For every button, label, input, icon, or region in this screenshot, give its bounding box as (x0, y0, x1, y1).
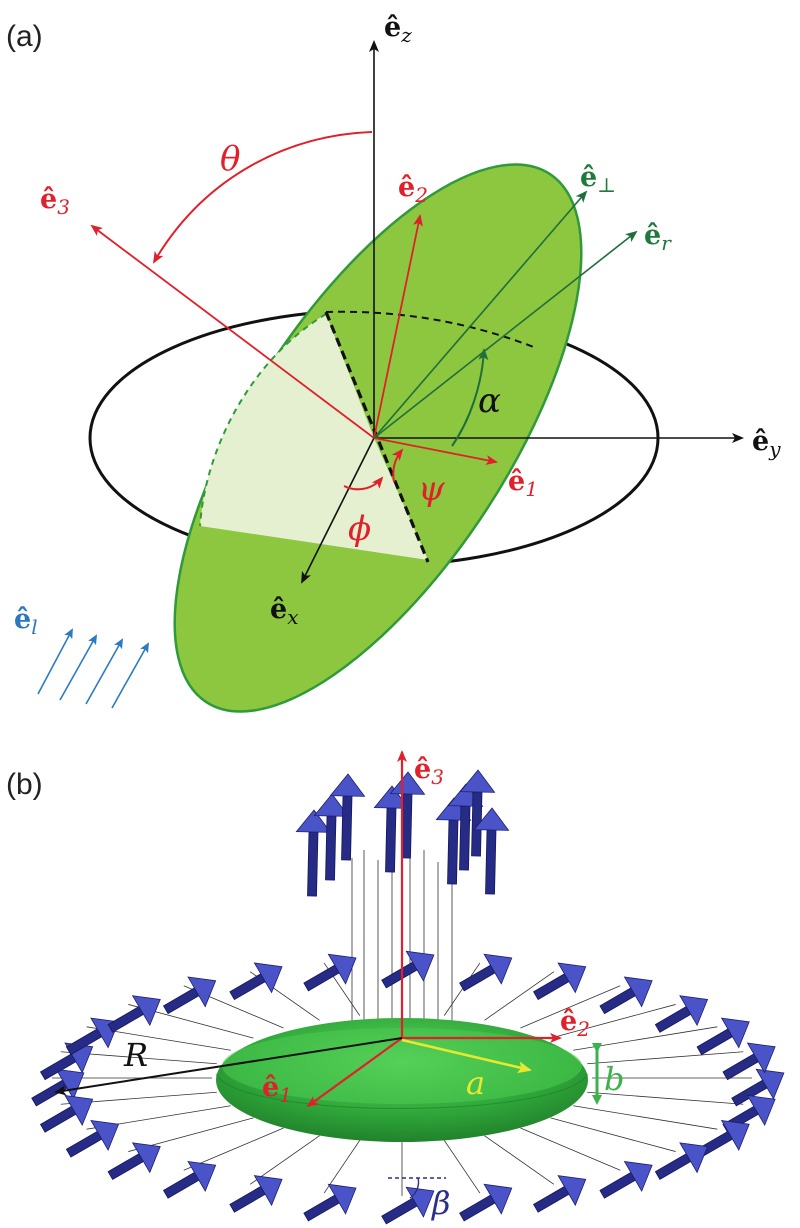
label-b: b (604, 1060, 624, 1098)
dipole-arrow (654, 1142, 709, 1181)
dipole-arrow (329, 773, 366, 861)
ellipsoid (215, 1018, 589, 1142)
R-vector (54, 1037, 403, 1096)
theta-arc (152, 131, 373, 264)
b-label-e3: ê3 (414, 754, 444, 789)
label-e3: ê3 (40, 184, 70, 219)
psi-arc (391, 448, 404, 483)
dipole-arrow (459, 1183, 513, 1222)
dipole-arrow (533, 1175, 587, 1213)
label-beta: β (431, 1184, 451, 1222)
dipole-arrow (599, 1161, 653, 1199)
label-er: êr (644, 220, 672, 255)
dipole-arrow (381, 1186, 435, 1225)
a-vector (401, 1038, 532, 1074)
dipole-arrow (722, 1042, 776, 1081)
label-alpha: α (478, 381, 501, 421)
alpha-arc (451, 348, 489, 447)
label-psi: ψ (418, 469, 445, 509)
label-R: R (123, 1036, 148, 1074)
label-ey: êy (752, 426, 781, 461)
panel-b-label: (b) (6, 768, 43, 801)
b-e1-vector (306, 1037, 403, 1108)
dipole-arrow (696, 1017, 750, 1056)
line-of-nodes (324, 311, 430, 563)
e1-vector (373, 437, 498, 465)
dipole-arrow (533, 962, 587, 1001)
b-label-e1: ê1 (262, 1072, 292, 1107)
phi-arc (343, 476, 384, 491)
disk-light-region (200, 314, 428, 560)
ring-arrows-front (39, 1095, 776, 1225)
dipole-arrow (654, 995, 709, 1033)
top-arrows (295, 769, 510, 897)
eperp-vector (373, 190, 588, 439)
dipole-arrow (303, 953, 357, 992)
label-e1: ê1 (508, 466, 538, 501)
disk-dashed-edge (199, 313, 327, 527)
dipole-arrow (65, 1119, 120, 1158)
e2-vector (373, 214, 423, 439)
e3-vector (90, 224, 375, 439)
dipole-arrow (295, 809, 332, 897)
panel-b: (b) (6, 750, 785, 1225)
dipole-arrow (107, 995, 161, 1033)
label-ez: êz (384, 12, 412, 47)
er-vector (373, 230, 638, 439)
dipole-arrow (373, 785, 410, 873)
equator-dashed-back (325, 310, 537, 349)
panel-a: (a) êz êy êx ê3 ê2 (6, 12, 781, 713)
label-e2: ê2 (398, 172, 428, 207)
dipole-arrow (459, 769, 496, 857)
beta-arc (409, 1177, 420, 1199)
dipole-arrow (107, 1142, 161, 1181)
dipole-arrow (731, 1068, 785, 1107)
dipole-arrow (459, 953, 513, 992)
dipole-arrow (599, 976, 653, 1015)
dipole-arrow (303, 1183, 357, 1222)
dipole-arrow (381, 950, 435, 989)
panel-a-label: (a) (6, 20, 43, 53)
dipole-arrow (389, 771, 426, 859)
dipole-arrow (229, 962, 283, 1001)
label-ex: êx (270, 594, 298, 629)
label-eperp: ê⊥ (580, 162, 616, 197)
light-arrows (37, 628, 149, 709)
b-label-e2: ê2 (560, 1006, 590, 1041)
dipole-arrow (162, 1161, 217, 1199)
dipole-arrow (313, 793, 350, 881)
label-phi: ϕ (348, 509, 371, 549)
x-axis (301, 437, 375, 584)
dipole-arrow (473, 807, 510, 895)
dipole-arrow (229, 1175, 283, 1213)
label-el: êl (14, 604, 38, 639)
dipole-arrow (162, 976, 217, 1015)
dipole-arrow (39, 1095, 94, 1133)
label-theta: θ (220, 139, 240, 179)
label-a: a (466, 1064, 485, 1102)
